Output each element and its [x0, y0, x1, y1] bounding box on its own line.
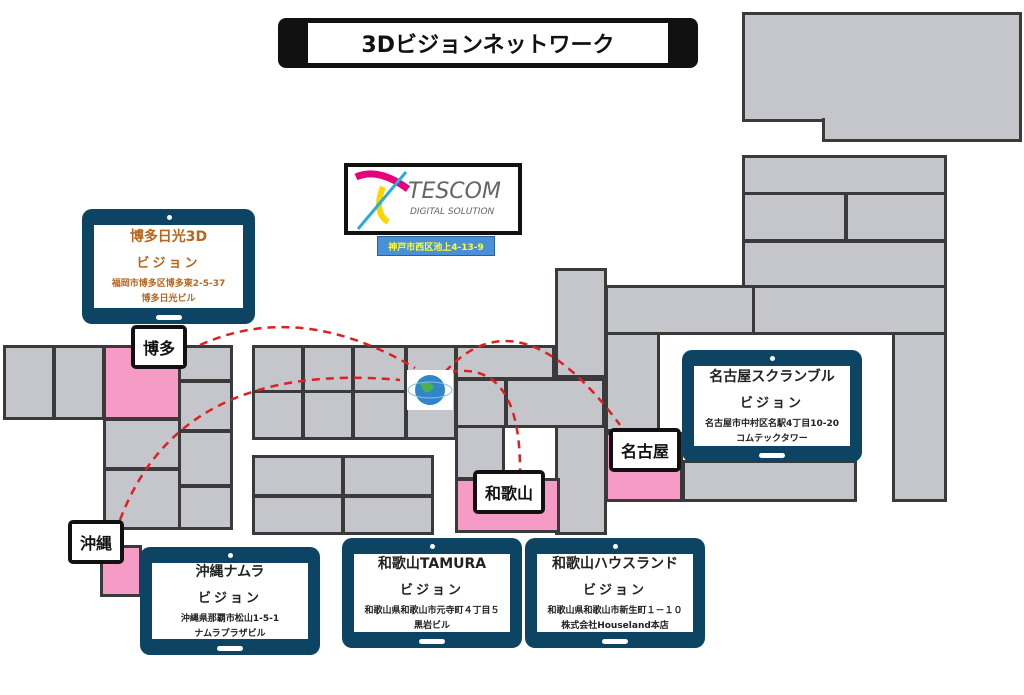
label-text: 和歌山 — [477, 474, 542, 510]
tablet-type: ビジョン — [399, 582, 464, 598]
tablet-name: 名古屋スクランブル — [709, 368, 835, 385]
tablet-wakayama-houseland: 和歌山ハウスランドビジョン和歌山県和歌山市新生町１－１０ 株式会社Houselan… — [525, 538, 705, 648]
tablet-name: 沖縄ナムラ — [195, 563, 265, 580]
tablet-address: 和歌山県和歌山市新生町１－１０ — [547, 605, 683, 616]
label-text: 博多 — [135, 329, 184, 365]
label-okinawa: 沖縄 — [68, 520, 125, 564]
route-wakayama — [449, 369, 522, 471]
label-hakata: 博多 — [131, 325, 188, 369]
tablet-building: 博多日光ビル — [141, 294, 196, 304]
tablet-address: 福岡市博多区博多東2-5-37 — [111, 279, 226, 289]
tablet-type: ビジョン — [582, 582, 647, 598]
tablet-name: 和歌山TAMURA — [377, 555, 487, 572]
tablet-address: 和歌山県和歌山市元寺町４丁目５ — [364, 605, 500, 616]
logo-name: TESCOM — [408, 179, 501, 204]
globe-icon — [407, 370, 453, 410]
tablet-type: ビジョン — [136, 256, 201, 271]
tablet-name: 博多日光3D — [129, 229, 208, 245]
label-wakayama: 和歌山 — [473, 470, 546, 514]
tablet-building: ナムラプラザビル — [194, 628, 266, 639]
tablet-building: 黒岩ビル — [413, 620, 450, 631]
tescom-logo: TESCOM DIGITAL SOLUTION — [344, 163, 522, 235]
tablet-address: 沖縄県那覇市松山1-5-1 — [180, 613, 280, 624]
tablet-type: ビジョン — [197, 590, 262, 606]
tablet-okinawa: 沖縄ナムラビジョン沖縄県那覇市松山1-5-1 ナムラプラザビル — [140, 547, 320, 655]
route-okinawa — [118, 376, 401, 521]
tablet-building: 株式会社Houseland本店 — [561, 620, 669, 631]
tablet-name: 和歌山ハウスランド — [552, 555, 678, 572]
tablet-nagoya: 名古屋スクランブルビジョン名古屋市中村区名駅4丁目10-20 コムテックタワー — [682, 350, 862, 462]
tescom-address: 神戸市西区池上4-13-9 — [377, 236, 495, 256]
tablet-hakata: 博多日光3D ビジョン福岡市博多区博多東2-5-37 博多日光ビル — [82, 209, 255, 324]
label-text: 名古屋 — [613, 432, 678, 468]
logo-sub: DIGITAL SOLUTION — [410, 207, 495, 217]
tablet-building: コムテックタワー — [736, 433, 808, 444]
route-hakata — [199, 325, 416, 370]
tablet-address: 名古屋市中村区名駅4丁目10-20 — [704, 418, 840, 429]
tablet-type: ビジョン — [739, 395, 804, 411]
label-text: 沖縄 — [72, 524, 121, 560]
tablet-wakayama-tamura: 和歌山TAMURA ビジョン和歌山県和歌山市元寺町４丁目５ 黒岩ビル — [342, 538, 522, 648]
label-nagoya: 名古屋 — [609, 428, 682, 472]
page-title: 3Dビジョンネットワーク — [308, 23, 668, 63]
title-banner: 3Dビジョンネットワーク — [278, 18, 698, 68]
route-nagoya — [444, 339, 622, 426]
logo-mark-icon — [354, 170, 411, 230]
